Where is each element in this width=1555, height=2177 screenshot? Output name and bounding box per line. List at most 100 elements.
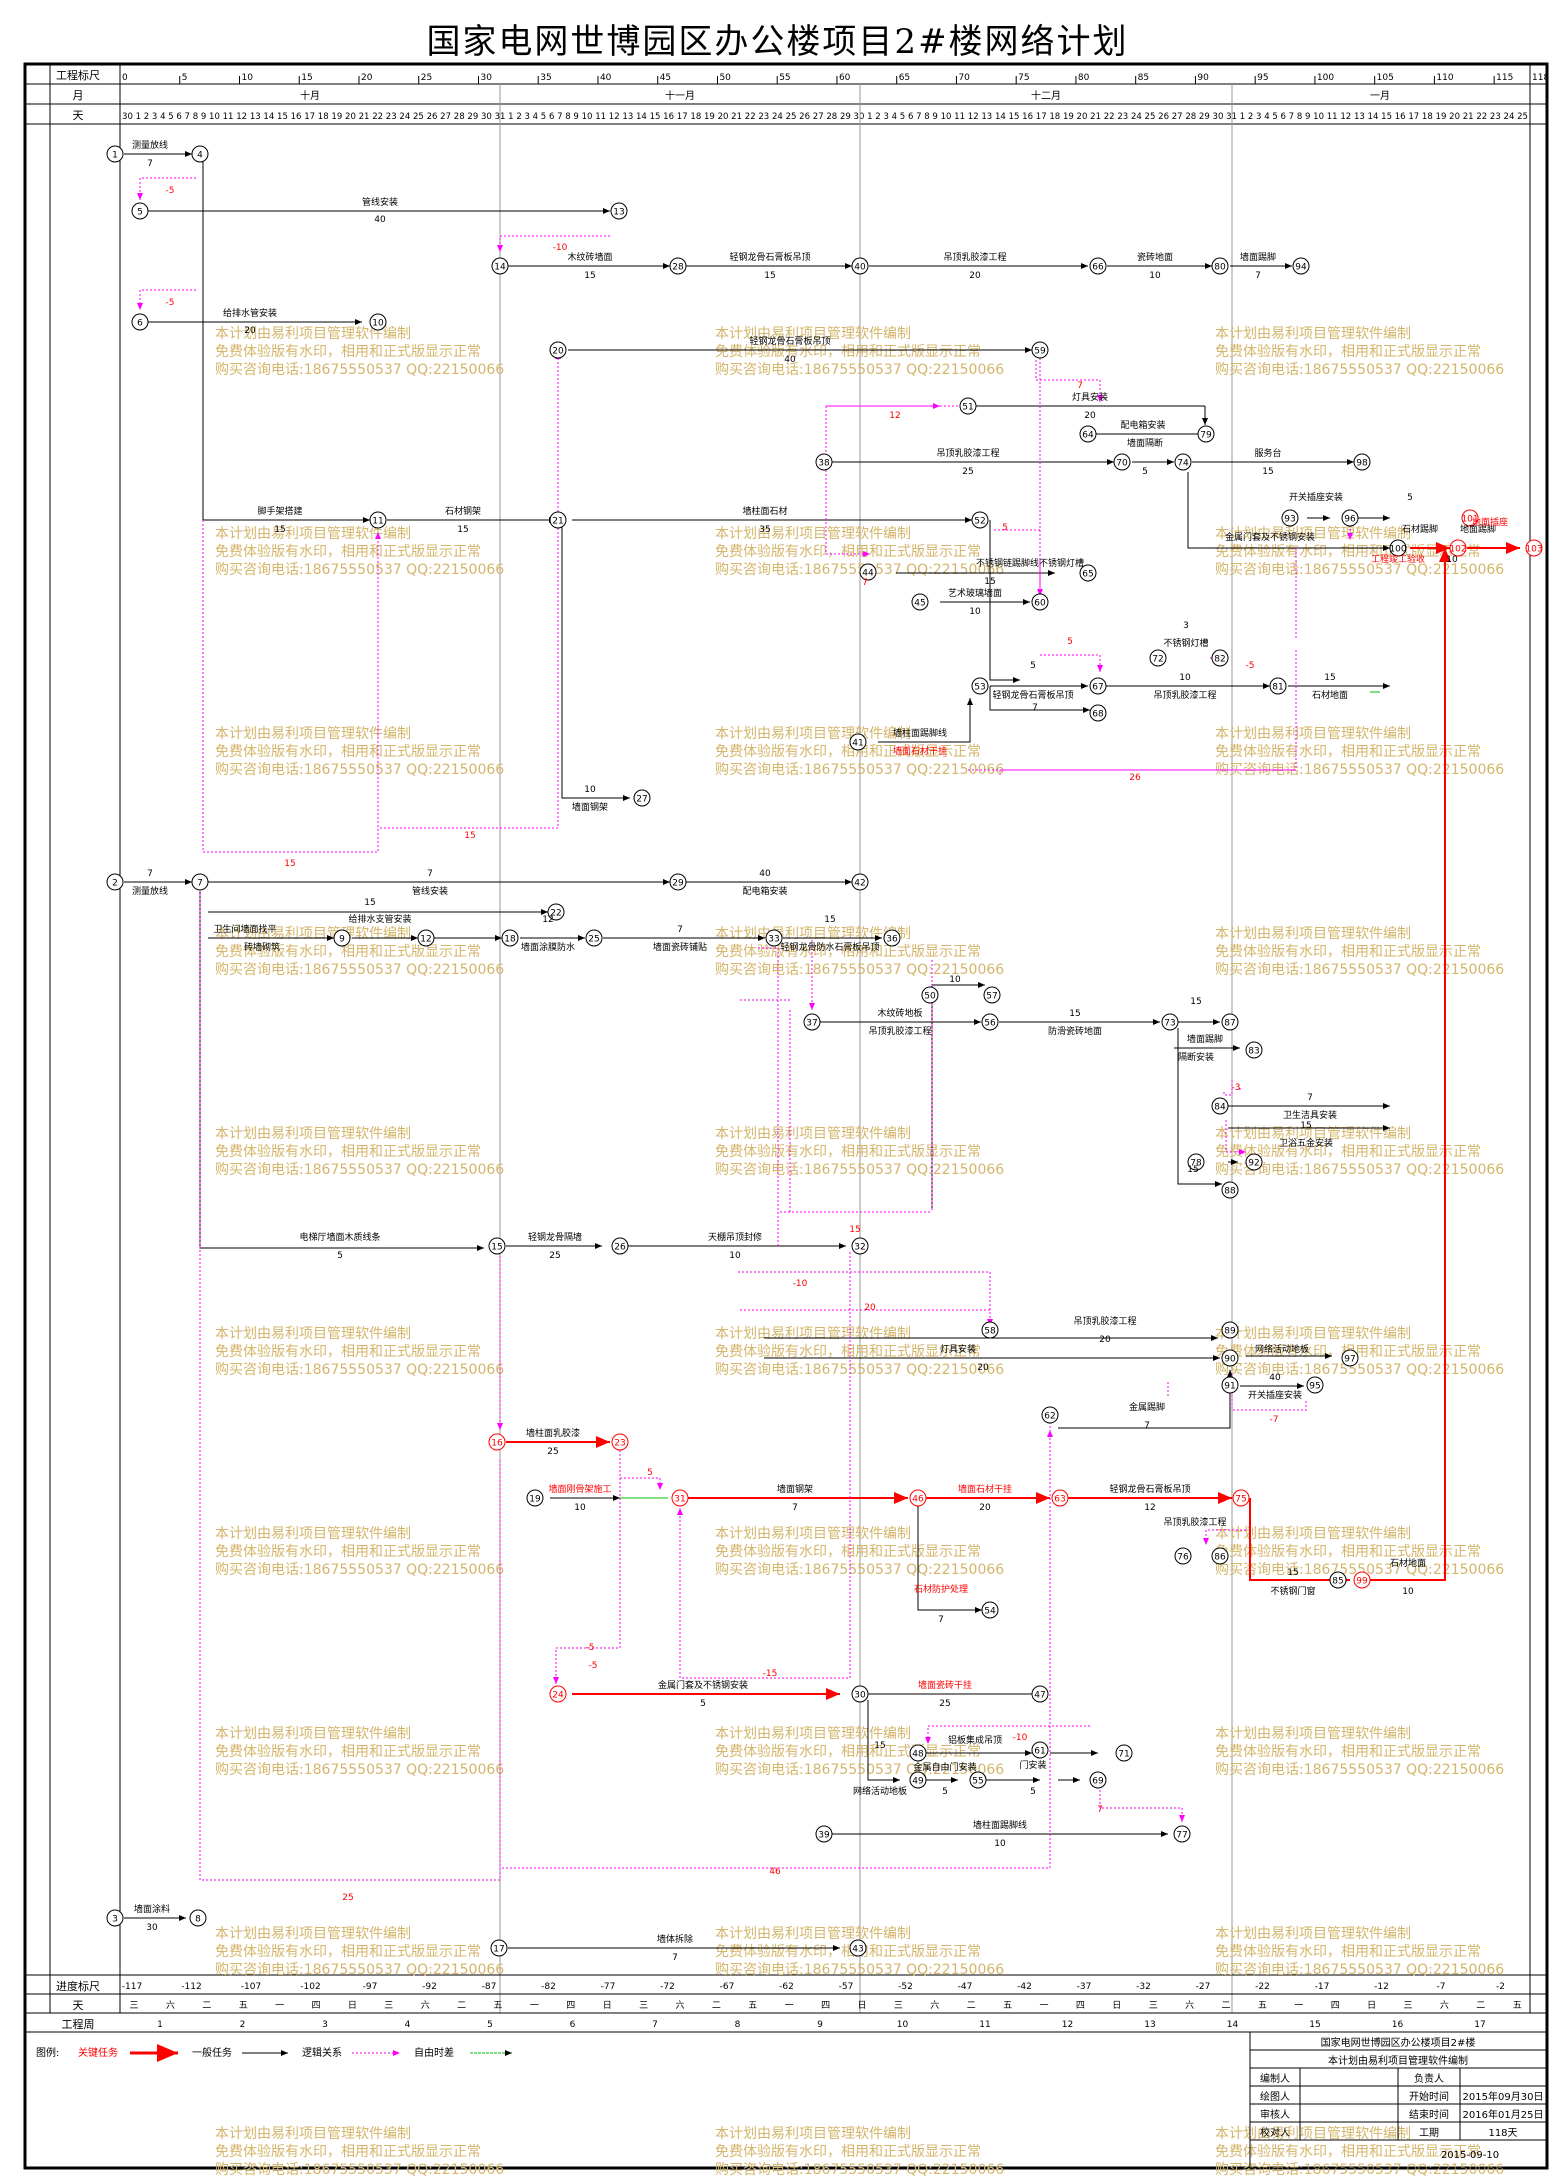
watermark-line: 购买咨询电话:18675550537 QQ:22150066	[1215, 962, 1504, 978]
task-label: 15	[824, 915, 835, 925]
node-label-70: 70	[1116, 459, 1128, 469]
weekday-10: 五	[493, 2001, 502, 2011]
task-label: 20	[244, 326, 256, 336]
task-label: 石材地面	[1312, 689, 1348, 701]
week-1: 1	[157, 2020, 163, 2030]
task-label: 5	[1030, 1787, 1036, 1797]
weekday-21: 三	[894, 2001, 903, 2011]
task-label: 3	[1183, 621, 1189, 631]
node-label-29: 29	[672, 879, 684, 889]
task-label: 15	[1187, 1165, 1198, 1175]
watermark-line: 免费体验版有水印，相用和正式版显示正常	[1215, 944, 1481, 960]
node-label-13: 13	[613, 208, 624, 218]
lag-label: -10	[553, 243, 568, 253]
weekday-6: 日	[348, 2000, 357, 2011]
task-label: 吊顶乳胶漆工程	[1153, 689, 1216, 701]
watermark-line: 免费体验版有水印，相用和正式版显示正常	[215, 1744, 481, 1760]
node-label-24: 24	[552, 1691, 564, 1701]
node-47	[1031, 1685, 1049, 1703]
watermark-line: 购买咨询电话:18675550537 QQ:22150066	[215, 762, 504, 778]
node-78	[1187, 1153, 1205, 1171]
task-label: 吊顶乳胶漆工程	[936, 447, 999, 459]
watermark-line: 本计划由易利项目管理软件编制	[715, 1126, 911, 1142]
watermark-line: 购买咨询电话:18675550537 QQ:22150066	[715, 1362, 1004, 1378]
watermark-line: 免费体验版有水印，相用和正式版显示正常	[215, 544, 481, 560]
node-91	[1221, 1376, 1239, 1394]
scale-tick-35: 35	[540, 73, 551, 83]
node-29	[669, 873, 687, 891]
task-label: 工程竣工验收	[1371, 553, 1425, 565]
weekday-15: 六	[675, 1999, 684, 2011]
node-77	[1173, 1825, 1191, 1843]
watermark-line: 本计划由易利项目管理软件编制	[215, 326, 411, 342]
task-label: 网络活动地板	[853, 1785, 907, 1797]
weekday-22: 六	[930, 1999, 939, 2011]
progress-tick-10: -67	[720, 1982, 735, 1992]
node-label-37: 37	[806, 1019, 817, 1029]
node-label-103: 103	[1525, 545, 1542, 555]
task-label: 20	[969, 271, 981, 281]
week-6: 6	[570, 2020, 576, 2030]
node-label-83: 83	[1248, 1047, 1259, 1057]
lag-label: 7	[1097, 1805, 1103, 1815]
node-label-43: 43	[852, 1945, 863, 1955]
task-label: 40	[374, 215, 386, 225]
task-label: 40	[759, 869, 771, 879]
tb-duration: 118天	[1488, 2128, 1517, 2139]
header-label-month: 月	[73, 89, 84, 102]
watermark-line: 本计划由易利项目管理软件编制	[1215, 1326, 1411, 1342]
watermark-line: 免费体验版有水印，相用和正式版显示正常	[715, 944, 981, 960]
weekday-12: 四	[566, 2001, 575, 2011]
scale-tick-5: 5	[182, 73, 188, 83]
node-label-58: 58	[984, 1327, 996, 1337]
task-label: 10	[969, 607, 981, 617]
node-label-33: 33	[768, 935, 779, 945]
task-label: 灯具安装	[940, 1343, 976, 1355]
watermark-line: 购买咨询电话:18675550537 QQ:22150066	[1215, 362, 1504, 378]
watermark-line: 本计划由易利项目管理软件编制	[715, 526, 911, 542]
node-52	[971, 511, 989, 529]
progress-tick-1: -112	[181, 1982, 201, 1992]
task-label: 卫生洁具安装	[1283, 1109, 1337, 1121]
watermark-line: 本计划由易利项目管理软件编制	[215, 2126, 411, 2142]
watermark-line: 免费体验版有水印，相用和正式版显示正常	[215, 744, 481, 760]
node-21	[549, 511, 567, 529]
node-58	[981, 1321, 999, 1339]
node-95	[1306, 1376, 1324, 1394]
watermark-line: 免费体验版有水印，相用和正式版显示正常	[1215, 2144, 1481, 2160]
scale-tick-20: 20	[361, 73, 373, 83]
watermark-line: 本计划由易利项目管理软件编制	[715, 1926, 911, 1942]
watermark-line: 本计划由易利项目管理软件编制	[1215, 326, 1411, 342]
node-67	[1089, 677, 1107, 695]
node-75	[1232, 1489, 1250, 1507]
task-label: 轻钢龙骨石膏板吊顶	[1109, 1483, 1190, 1495]
task-label: 金属门套及不锈钢安装	[1225, 531, 1315, 543]
node-76	[1174, 1547, 1192, 1565]
task-label: 墙面钢架	[777, 1483, 813, 1495]
task-label: 石材钢架	[445, 505, 481, 517]
node-63	[1051, 1489, 1069, 1507]
watermark-line: 本计划由易利项目管理软件编制	[715, 2126, 911, 2142]
progress-tick-3: -102	[300, 1982, 320, 1992]
node-label-102: 102	[1449, 545, 1466, 555]
weekday-26: 四	[1076, 2001, 1085, 2011]
node-label-1: 1	[112, 151, 118, 161]
legend: 图例: 关键任务 一般任务 逻辑关系 自由时差	[36, 2044, 512, 2062]
node-label-90: 90	[1224, 1355, 1236, 1365]
watermark-line: 本计划由易利项目管理软件编制	[715, 1526, 911, 1542]
task-label: 隔断安装	[1178, 1051, 1214, 1063]
node-83	[1245, 1041, 1263, 1059]
node-5	[131, 202, 149, 220]
watermark-line: 免费体验版有水印，相用和正式版显示正常	[215, 1544, 481, 1560]
task-label: 砖墙砌筑	[244, 941, 280, 953]
node-label-5: 5	[137, 208, 143, 218]
week-4: 4	[405, 2020, 411, 2030]
legend-critical-text: 关键任务	[78, 2046, 118, 2059]
task-label: 开关插座安装	[1248, 1389, 1302, 1401]
watermark-line: 购买咨询电话:18675550537 QQ:22150066	[715, 2162, 1004, 2177]
lag-label: 26	[1129, 773, 1141, 783]
node-85	[1329, 1571, 1347, 1589]
week-13: 13	[1144, 2020, 1155, 2030]
weekday-11: 一	[530, 2001, 539, 2011]
node-80	[1211, 257, 1229, 275]
